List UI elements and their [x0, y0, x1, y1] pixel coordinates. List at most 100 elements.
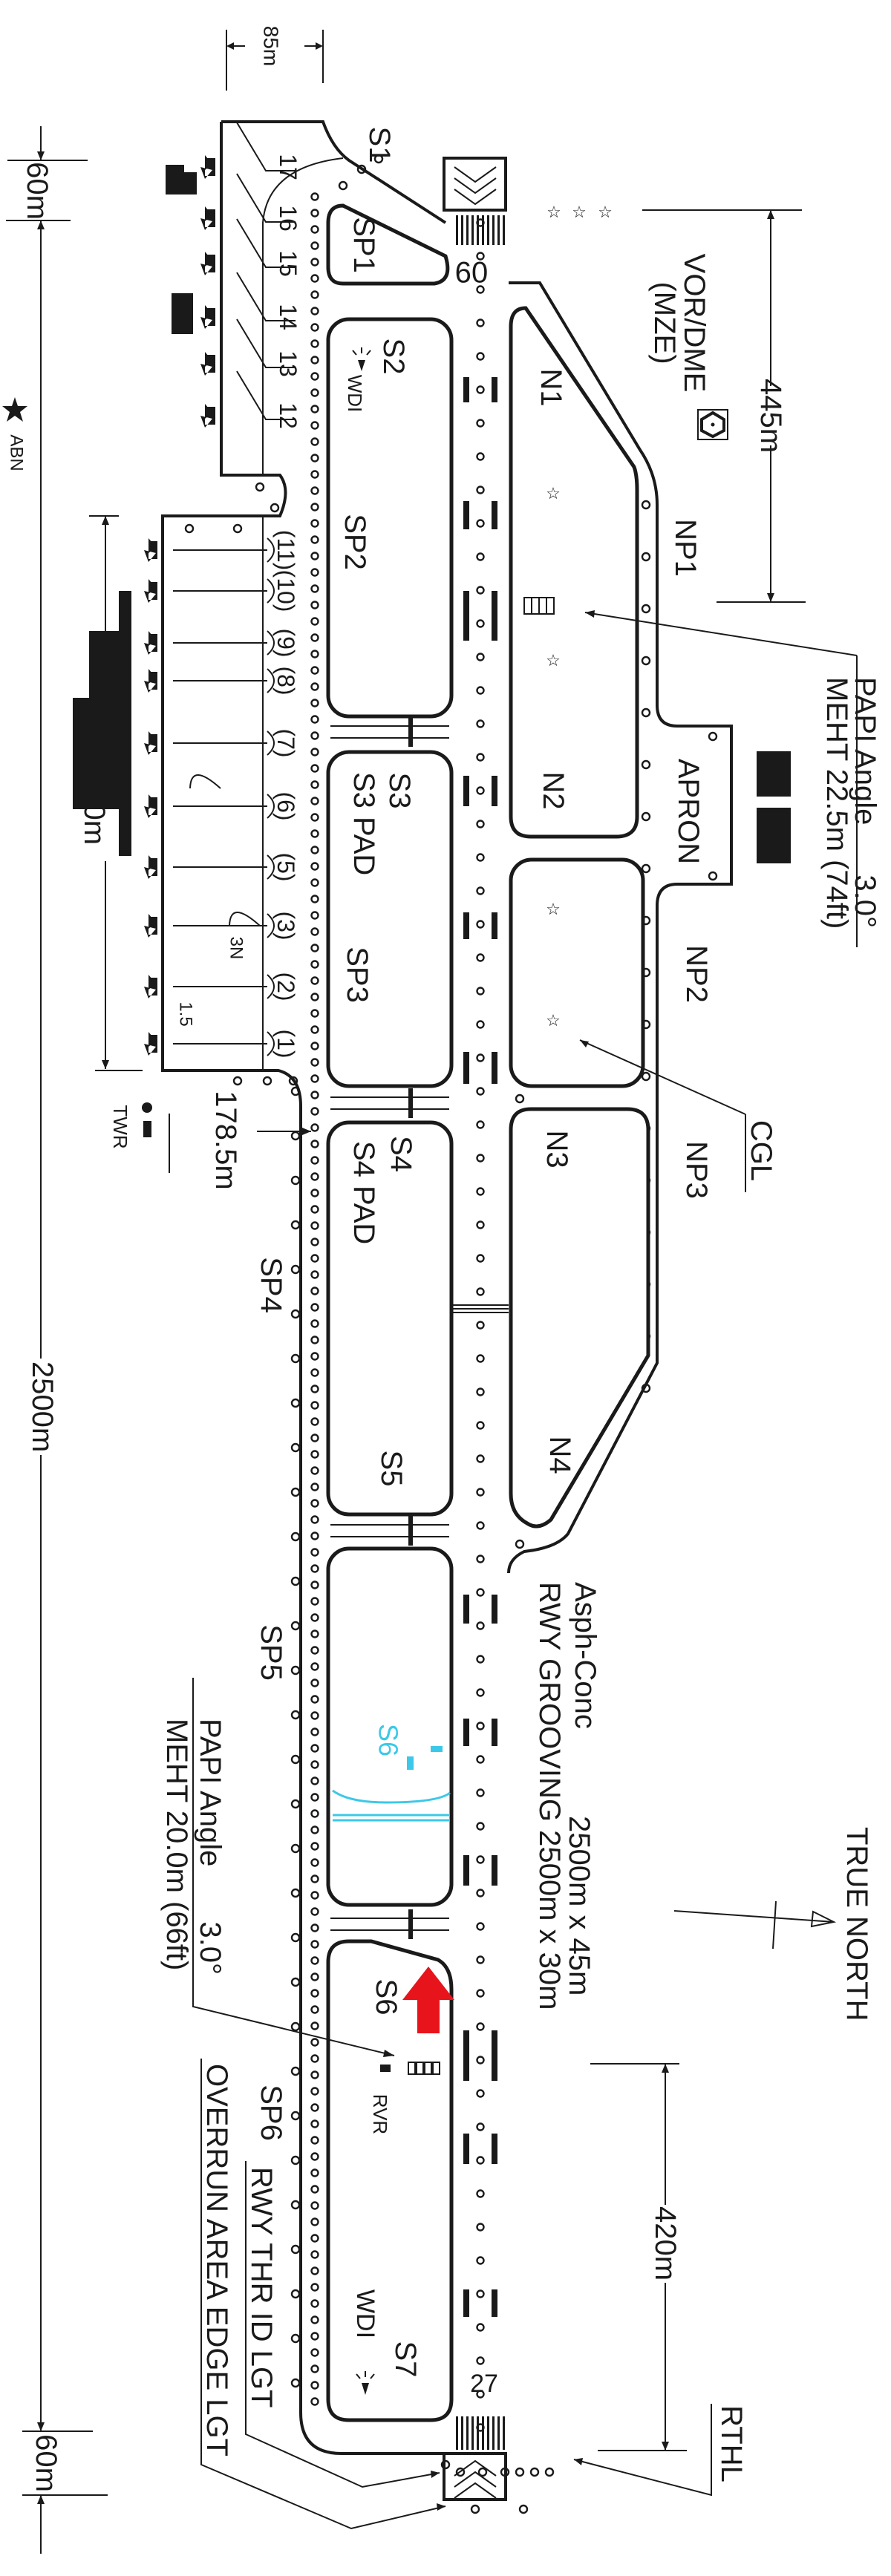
touchdown-marking [492, 776, 497, 806]
light-icon [641, 811, 651, 822]
light-icon [476, 2022, 485, 2031]
label-s5: S5 [375, 1451, 408, 1487]
label-n4: N4 [544, 1436, 576, 1474]
stand-number: (2) [272, 972, 299, 1001]
threshold-stripe [503, 215, 505, 245]
holding-position [330, 725, 449, 739]
light-icon [290, 1710, 301, 1720]
touchdown-marking [492, 1855, 497, 1886]
island-sp2 [326, 317, 454, 719]
light-icon [310, 568, 319, 577]
light-icon [310, 1499, 319, 1508]
label-rthl: RTHL [715, 2405, 748, 2482]
touchdown-marking [463, 1855, 469, 1886]
light-icon [310, 1613, 319, 1622]
dim-2500m: 2500m [26, 1361, 59, 1452]
light-icon [518, 2504, 529, 2514]
stand-number: (7) [272, 728, 299, 757]
light-icon [310, 307, 319, 316]
light-icon [310, 1238, 319, 1246]
light-icon [476, 1889, 485, 1897]
light-icon [310, 650, 319, 658]
threshold-stripe [497, 2416, 500, 2450]
aircraft-stand-icon [200, 252, 215, 275]
light-icon [641, 1071, 651, 1082]
light-icon [641, 707, 651, 718]
light-icon [310, 274, 319, 283]
island-n3-n4 [509, 1107, 650, 1529]
tower-icon [142, 1102, 152, 1137]
light-icon [310, 1727, 319, 1736]
touchdown-marking [463, 2030, 469, 2081]
stand-lead-line [173, 854, 275, 880]
touchdown-marking [492, 591, 497, 641]
light-icon [310, 1009, 319, 1018]
light-icon [310, 1711, 319, 1720]
stand-number: 16 [275, 205, 301, 232]
light-icon [310, 2005, 319, 2014]
dim-60m-top: 60m [21, 162, 53, 220]
wdi-icon-top [352, 347, 371, 371]
touchdown-marking [492, 2030, 497, 2081]
light-icon [290, 1665, 301, 1676]
light-icon [476, 1454, 485, 1463]
light-icon [310, 1319, 319, 1328]
runway-markings [330, 215, 509, 2450]
light-icon [310, 1074, 319, 1083]
light-icon [476, 920, 485, 929]
label-wdi-bottom: WDI [351, 2289, 379, 2338]
runway-designator-27: 27 [470, 2370, 498, 2398]
island-sp3 [326, 750, 454, 1088]
light-icon [476, 285, 485, 294]
light-icon [476, 385, 485, 394]
light-icon [310, 927, 319, 936]
threshold-stripe [503, 2416, 505, 2450]
light-icon [476, 486, 485, 494]
stand-lead-line [173, 913, 275, 938]
terminal-apron-outline [161, 120, 447, 2455]
light-icon [310, 1336, 319, 1344]
threshold-stripe [471, 2416, 474, 2450]
light-icon [476, 820, 485, 828]
stand-lead-line [236, 122, 296, 171]
light-icon [476, 519, 485, 528]
label-sp3: SP3 [341, 947, 373, 1003]
runway-surface: Asph-Conc [569, 1582, 601, 1729]
light-icon [310, 2332, 319, 2341]
light-icon [290, 1398, 301, 1408]
light-icon [310, 388, 319, 397]
dim-630m: 630m [78, 771, 111, 845]
threshold-stripe [487, 215, 489, 245]
touchdown-marking [463, 912, 469, 939]
light-icon [310, 1287, 319, 1295]
island-cgl [509, 857, 645, 1088]
star-icon: ☆ [546, 900, 561, 918]
light-icon [310, 2201, 319, 2210]
light-icon [476, 1220, 485, 1229]
light-icon [310, 2087, 319, 2096]
light-icon [310, 993, 319, 1001]
holding-position [330, 1918, 449, 1931]
light-icon [310, 960, 319, 969]
light-icon [641, 863, 651, 874]
light-icon [476, 2323, 485, 2332]
light-icon [290, 2200, 301, 2210]
stand-arc [189, 774, 221, 789]
light-icon [310, 617, 319, 626]
light-icon [310, 1629, 319, 1638]
light-icon [515, 1094, 525, 1104]
aircraft-stand-icon [144, 538, 157, 562]
papi-27-meht: MEHT 20.0m (66ft) [160, 1719, 193, 1970]
stop-bar [408, 1088, 413, 1118]
aircraft-stand-icon [144, 975, 157, 998]
papi-09-meht: MEHT 22.5m (74ft) [820, 677, 853, 929]
light-icon [476, 719, 485, 728]
light-icon [310, 748, 319, 756]
light-icon [290, 2155, 301, 2165]
stand-lead-line [173, 1031, 275, 1056]
dim-85m: 85m [260, 26, 283, 66]
light-icon [310, 797, 319, 805]
stand-number: 17 [275, 154, 301, 180]
light-icon [476, 2056, 485, 2065]
light-icon [310, 1760, 319, 1769]
